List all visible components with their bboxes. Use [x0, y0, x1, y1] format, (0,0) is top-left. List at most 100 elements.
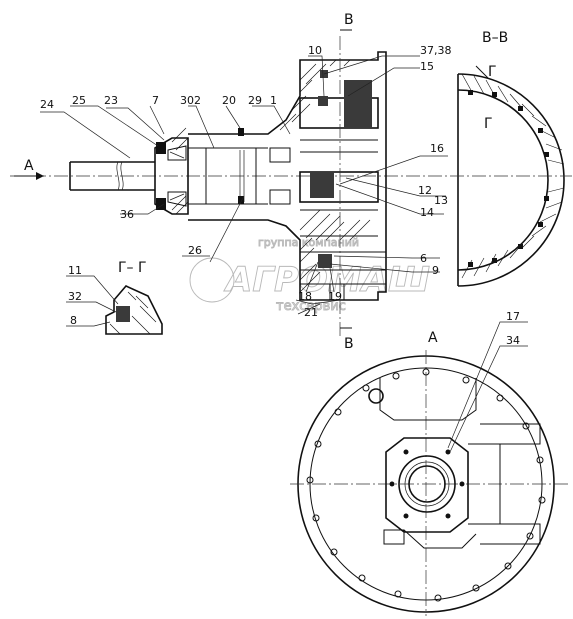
section-bb-title: В–В	[482, 30, 508, 46]
view-a-bolt-holes	[306, 368, 546, 602]
watermark-line1: группа компаний	[258, 236, 359, 249]
leader-36	[120, 203, 165, 215]
seal-upper	[156, 142, 166, 154]
callout-23: 23	[104, 94, 118, 107]
callout-16: 16	[430, 142, 444, 155]
leader-6	[333, 255, 440, 259]
pinion-housing	[188, 51, 387, 301]
bolt-lower	[318, 254, 332, 268]
planet-gear-upper	[299, 97, 379, 129]
callout-13: 13	[434, 194, 448, 207]
section-gg-part	[105, 285, 163, 335]
leader-32	[66, 301, 117, 313]
callout-302: 302	[180, 94, 201, 107]
tapered-bearing-upper	[167, 145, 187, 161]
leader-18	[305, 261, 319, 293]
view-a-hub	[385, 437, 469, 533]
tapered-bearing-lower	[167, 191, 187, 207]
callout-32: 32	[68, 290, 82, 303]
callout-1: 1	[270, 94, 277, 107]
section-bb-hatch	[461, 73, 565, 279]
housing-rib-bottom	[238, 196, 244, 204]
leader-8	[66, 321, 111, 327]
housing-hatch-upper	[279, 59, 351, 131]
view-a-bracket-links	[468, 443, 500, 525]
callout-14: 14	[420, 206, 434, 219]
leader-9	[329, 263, 440, 273]
leader-17	[447, 321, 528, 449]
leader-34	[449, 345, 528, 453]
section-gg-view: Г– Г	[105, 260, 163, 335]
bolt-10	[318, 96, 328, 106]
flange-bolt	[329, 283, 345, 301]
callout-12: 12	[418, 184, 432, 197]
callout-37-38: 37,38	[420, 44, 452, 57]
section-b-bottom-label: В	[344, 336, 354, 352]
seal-lower	[156, 198, 166, 210]
callout-29: 29	[248, 94, 262, 107]
planet-gear-center	[299, 171, 379, 203]
view-a-title: А	[428, 330, 438, 346]
main-section-view: А	[10, 12, 450, 352]
section-gg-hatch	[109, 291, 157, 335]
input-shaft	[69, 161, 155, 191]
shaft-break-line	[116, 161, 120, 191]
leader-20	[225, 105, 241, 129]
view-a-lower-lug	[383, 529, 405, 545]
callout-36: 36	[120, 208, 134, 221]
section-g-inner-label: Г	[484, 116, 493, 132]
watermark-line3: техсервис	[276, 299, 346, 314]
callout-9: 9	[432, 264, 439, 277]
leader-302	[188, 105, 215, 149]
callout-17: 17	[506, 310, 520, 323]
section-g-mark	[475, 65, 489, 79]
section-gg-title: Г– Г	[118, 260, 147, 276]
planet-carrier-upper	[344, 80, 372, 128]
shaft-break-line-2	[120, 161, 124, 191]
callout-labels: 24 25 23 7 302 20 29 1 10 37,38 15 16 12…	[40, 44, 520, 347]
sun-gear-block	[310, 172, 334, 198]
leader-7	[149, 105, 165, 135]
view-a-arrow-label: А	[24, 158, 34, 174]
view-a-lower-lip	[403, 529, 477, 549]
callout-34: 34	[506, 334, 520, 347]
callout-24: 24	[40, 98, 54, 111]
view-a-right-bracket	[480, 423, 541, 545]
leader-16	[339, 155, 448, 185]
watermark: группа компаний АГРОМАШ техсервис	[189, 236, 430, 314]
leader-10	[308, 55, 325, 97]
section-bb-outer-arc	[457, 73, 565, 287]
view-a-hub-ring	[398, 455, 456, 513]
leader-11	[66, 275, 119, 305]
view-a-arrowhead	[36, 172, 44, 180]
leader-21	[297, 303, 321, 315]
pinion-gear	[205, 147, 257, 205]
section-gg-bolt	[116, 306, 130, 322]
view-a: А	[290, 330, 568, 616]
bearing-right-lower	[269, 189, 291, 205]
leader-lines	[40, 55, 528, 453]
bearing-roller-lines	[169, 151, 185, 201]
callout-25: 25	[72, 94, 86, 107]
callout-10: 10	[308, 44, 322, 57]
section-g-label: Г	[488, 64, 497, 80]
leader-15	[347, 67, 420, 97]
callout-6: 6	[420, 252, 427, 265]
leader-29-1	[252, 105, 291, 135]
leader-37-38	[323, 55, 420, 75]
flange-edge-detail	[295, 299, 341, 305]
callout-15: 15	[420, 60, 434, 73]
leader-23	[106, 107, 165, 141]
callout-7: 7	[152, 94, 159, 107]
leader-26	[209, 195, 245, 263]
leader-14	[335, 183, 444, 215]
section-b-top-label: В	[344, 12, 354, 28]
leader-25	[70, 105, 159, 147]
callout-21: 21	[304, 306, 318, 319]
section-bb-view: В–В Г Г	[450, 30, 572, 287]
leader-24	[40, 111, 131, 159]
section-bb-inner-arc	[457, 89, 549, 271]
leader-19	[329, 267, 335, 293]
leader-12-13	[345, 177, 446, 197]
